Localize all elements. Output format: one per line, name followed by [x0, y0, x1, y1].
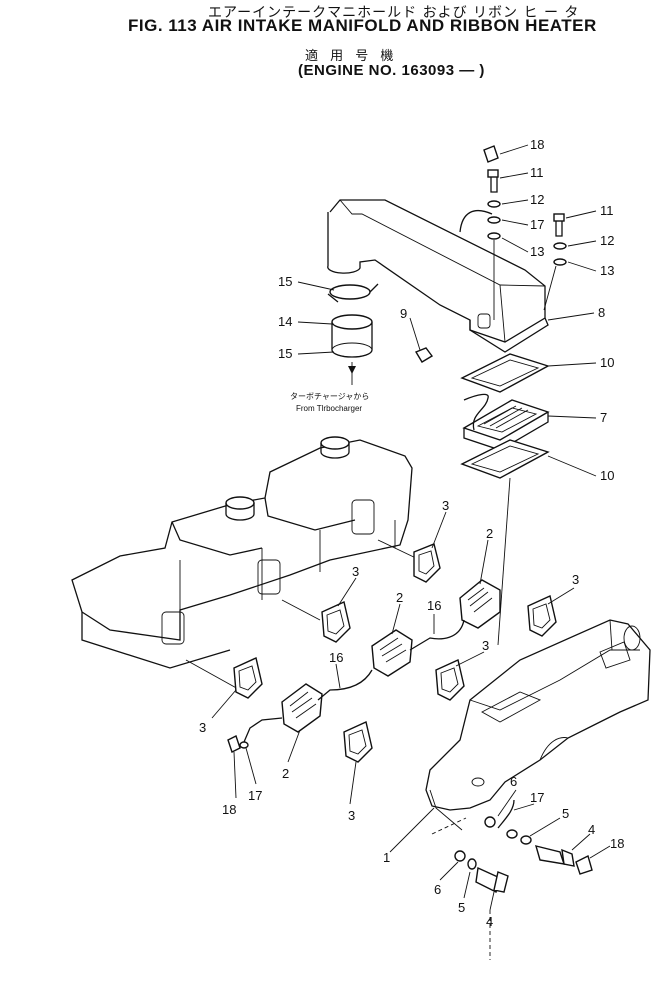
callout-7: 7 [600, 410, 607, 425]
figure-title: FIG. 113 AIR INTAKE MANIFOLD AND RIBBON … [128, 16, 597, 35]
callout-5-b: 5 [458, 900, 465, 915]
callout-10-a: 10 [600, 355, 614, 370]
callout-4-b: 4 [486, 914, 493, 929]
callout-12-b: 12 [600, 233, 614, 248]
callout-numbers: 18 11 12 17 13 11 12 13 8 9 15 14 15 10 … [199, 137, 624, 929]
callout-15-a: 15 [278, 274, 292, 289]
callout-1: 1 [383, 850, 390, 865]
callout-15-b: 15 [278, 346, 292, 361]
callout-3-b: 3 [352, 564, 359, 579]
callout-12-a: 12 [530, 192, 544, 207]
callout-18-top: 18 [530, 137, 544, 152]
callout-3-e: 3 [199, 720, 206, 735]
callout-13-b: 13 [600, 263, 614, 278]
gasket-lower [460, 439, 550, 479]
intake-connector-pipe [327, 199, 549, 353]
callout-9: 9 [400, 306, 407, 321]
callout-3-a: 3 [442, 498, 449, 513]
callout-11-b: 11 [600, 203, 614, 218]
callout-2-c: 2 [282, 766, 289, 781]
callout-2-b: 2 [396, 590, 403, 605]
callout-16-b: 16 [329, 650, 343, 665]
callout-18-left: 18 [222, 802, 236, 817]
callout-8: 8 [598, 305, 605, 320]
callout-3-f: 3 [348, 808, 355, 823]
hose-and-clamps [327, 283, 379, 385]
port-gaskets [233, 543, 557, 763]
gasket-upper [460, 353, 550, 393]
callout-4-a: 4 [588, 822, 595, 837]
applicability-japanese: 適 用 号 機 [305, 49, 398, 64]
intake-manifold [425, 619, 651, 831]
ribbon-heater [462, 393, 550, 451]
callout-6-b: 6 [434, 882, 441, 897]
alignment-line [497, 477, 511, 646]
connector-18-left [227, 735, 241, 753]
plug-9 [414, 347, 434, 363]
callout-10-b: 10 [600, 468, 614, 483]
callout-17-a: 17 [530, 217, 544, 232]
callout-2-a: 2 [486, 526, 493, 541]
engine-number-range: (ENGINE NO. 163093 — ) [298, 62, 485, 79]
bottom-fasteners [431, 799, 593, 960]
top-fasteners [459, 145, 567, 320]
callout-3-d: 3 [572, 572, 579, 587]
callout-6-a: 6 [510, 774, 517, 789]
leader-lines [211, 144, 611, 911]
callout-11-a: 11 [530, 165, 544, 180]
cylinder-heaters [239, 579, 501, 749]
callout-5-a: 5 [562, 806, 569, 821]
turbo-note-english: From Tlrbocharger [296, 404, 362, 413]
callout-17-b: 17 [530, 790, 544, 805]
engine-head-block [71, 436, 421, 691]
callout-16-a: 16 [427, 598, 441, 613]
callout-14: 14 [278, 314, 292, 329]
callout-13-a: 13 [530, 244, 544, 259]
callout-17-left: 17 [248, 788, 262, 803]
japanese-title: エアーインテークマニホールド および リボン ヒ ー タ [208, 5, 580, 21]
callout-3-c: 3 [482, 638, 489, 653]
turbo-note-japanese: ターボチャージャから [290, 392, 369, 401]
callout-18-right: 18 [610, 836, 624, 851]
